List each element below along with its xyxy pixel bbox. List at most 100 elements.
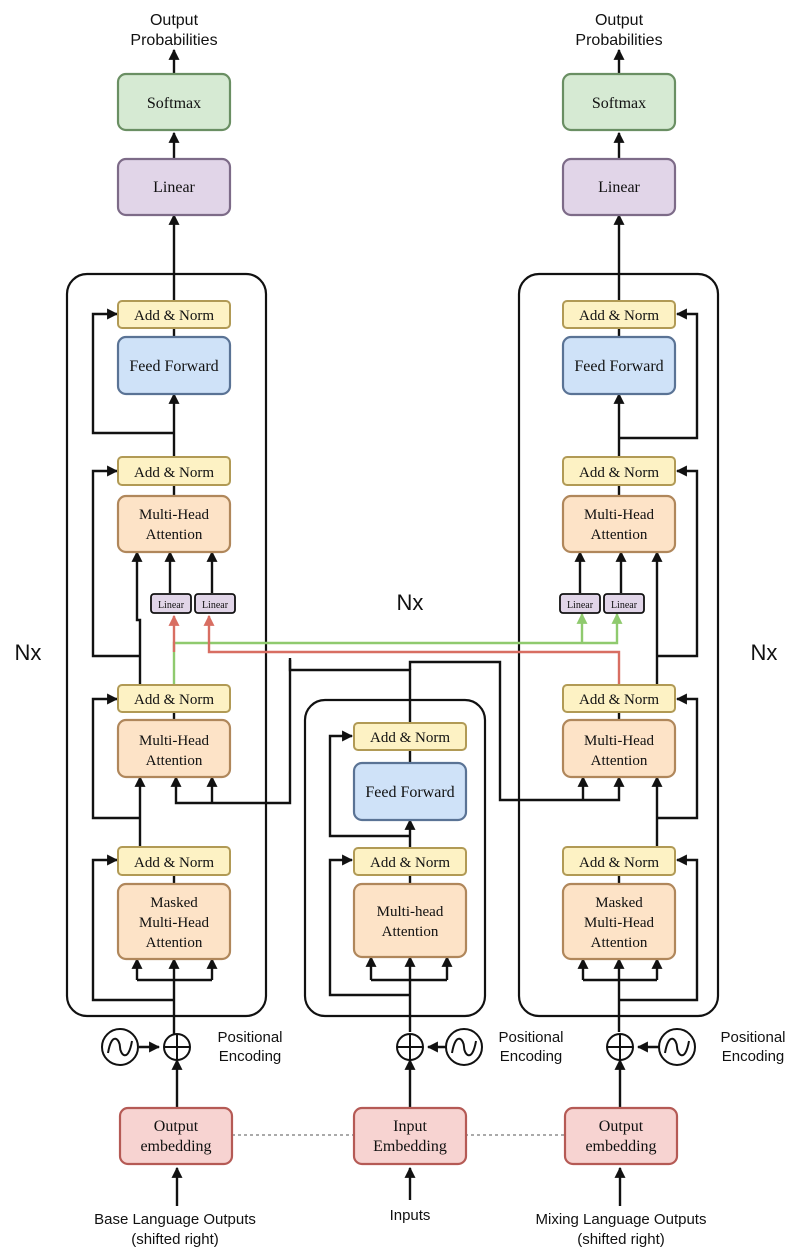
svg-text:Output: Output	[154, 1118, 199, 1135]
svg-text:Add & Norm: Add & Norm	[134, 692, 214, 708]
svg-text:Attention: Attention	[591, 527, 648, 543]
right-cross-attention: Multi-Head Attention	[561, 494, 677, 554]
center-nx-label: Nx	[397, 590, 424, 615]
right-positional-label-1: Positional	[720, 1029, 785, 1046]
left-positional-label-2: Encoding	[219, 1048, 282, 1065]
encoder-addnorm-attn: Add & Norm	[353, 847, 467, 876]
svg-text:Add & Norm: Add & Norm	[134, 308, 214, 324]
svg-text:Embedding: Embedding	[373, 1138, 447, 1155]
svg-text:Multi-Head: Multi-Head	[584, 915, 654, 931]
right-addnorm-mid: Add & Norm	[562, 684, 676, 713]
right-output-embedding: Output embedding	[563, 1106, 679, 1166]
svg-text:Add & Norm: Add & Norm	[370, 855, 450, 871]
svg-text:Multi-Head: Multi-Head	[584, 733, 654, 749]
right-linear-small-2: Linear	[603, 593, 645, 614]
encoder-addnorm-ff: Add & Norm	[353, 722, 467, 751]
left-addnorm-masked: Add & Norm	[117, 846, 231, 876]
svg-text:Multi-Head: Multi-Head	[139, 915, 209, 931]
encoder-stack	[303, 698, 487, 1018]
left-addnorm-ff: Add & Norm	[117, 300, 231, 329]
svg-text:Feed Forward: Feed Forward	[574, 358, 663, 375]
svg-text:Linear: Linear	[567, 600, 594, 611]
svg-text:Feed Forward: Feed Forward	[365, 784, 454, 801]
right-masked-attention: Masked Multi-Head Attention	[561, 882, 677, 961]
left-decoder-wires	[91, 48, 292, 1206]
svg-text:Attention: Attention	[382, 924, 439, 940]
svg-text:Add & Norm: Add & Norm	[134, 465, 214, 481]
right-output-prob-label-2: Probabilities	[575, 32, 662, 49]
svg-text:Masked: Masked	[595, 895, 643, 911]
right-addnorm-masked: Add & Norm	[562, 846, 676, 876]
left-addnorm-mid: Add & Norm	[117, 684, 231, 713]
mixing-outputs-label-1: Mixing Language Outputs	[536, 1211, 707, 1228]
left-output-prob-label-2: Probabilities	[130, 32, 217, 49]
right-softmax: Softmax	[561, 72, 677, 132]
svg-text:Softmax: Softmax	[147, 95, 201, 112]
svg-text:Add & Norm: Add & Norm	[579, 855, 659, 871]
svg-text:Multi-Head: Multi-Head	[139, 507, 209, 523]
left-masked-attention: Masked Multi-Head Attention	[116, 882, 232, 961]
right-addnorm-cross: Add & Norm	[562, 456, 676, 486]
right-plus-icon	[606, 1033, 634, 1061]
left-decoder-stack	[65, 272, 268, 1018]
center-sine-wave-icon	[445, 1028, 483, 1066]
svg-text:Softmax: Softmax	[592, 95, 646, 112]
left-output-prob-label-1: Output	[150, 12, 199, 29]
left-linear: Linear	[116, 157, 232, 217]
mixing-outputs-label-2: (shifted right)	[577, 1231, 665, 1248]
svg-text:Multi-Head: Multi-Head	[584, 507, 654, 523]
svg-text:Output: Output	[599, 1118, 644, 1135]
left-plus-icon	[163, 1033, 191, 1061]
left-output-embedding: Output embedding	[118, 1106, 234, 1166]
center-positional-label-2: Encoding	[500, 1048, 563, 1065]
right-addnorm-ff: Add & Norm	[562, 300, 676, 329]
encoder-feed-forward: Feed Forward	[352, 761, 468, 822]
center-input-embedding: Input Embedding	[352, 1106, 468, 1166]
center-plus-icon	[396, 1033, 424, 1061]
svg-text:embedding: embedding	[140, 1138, 211, 1155]
left-mid-attention: Multi-Head Attention	[116, 718, 232, 779]
svg-text:Attention: Attention	[146, 527, 203, 543]
right-linear-small-1: Linear	[559, 593, 601, 614]
left-feed-forward: Feed Forward	[116, 335, 232, 396]
cross-connections	[168, 612, 623, 685]
base-outputs-label-2: (shifted right)	[131, 1231, 219, 1248]
left-linear-small-2: Linear	[194, 593, 236, 614]
svg-text:Multi-Head: Multi-Head	[139, 733, 209, 749]
svg-text:Attention: Attention	[591, 935, 648, 951]
left-cross-attention: Multi-Head Attention	[116, 494, 232, 554]
right-decoder-wires	[472, 48, 699, 1206]
svg-text:Masked: Masked	[150, 895, 198, 911]
svg-text:Feed Forward: Feed Forward	[129, 358, 218, 375]
right-nx-label: Nx	[751, 640, 778, 665]
encoder-attention: Multi-head Attention	[352, 882, 468, 959]
svg-text:Attention: Attention	[146, 753, 203, 769]
left-softmax: Softmax	[116, 72, 232, 132]
svg-text:Attention: Attention	[591, 753, 648, 769]
left-nx-label: Nx	[15, 640, 42, 665]
svg-text:Attention: Attention	[146, 935, 203, 951]
left-addnorm-cross: Add & Norm	[117, 456, 231, 486]
inputs-label: Inputs	[390, 1207, 431, 1224]
svg-text:Linear: Linear	[598, 179, 640, 196]
left-sine-wave-icon	[101, 1028, 139, 1066]
svg-text:Linear: Linear	[158, 600, 185, 611]
svg-text:Add & Norm: Add & Norm	[579, 465, 659, 481]
left-linear-small-1: Linear	[150, 593, 192, 614]
right-linear: Linear	[561, 157, 677, 217]
right-output-prob-label-1: Output	[595, 12, 644, 29]
svg-text:Linear: Linear	[611, 600, 638, 611]
right-mid-attention: Multi-Head Attention	[561, 718, 677, 779]
right-positional-label-2: Encoding	[722, 1048, 785, 1065]
svg-text:Multi-head: Multi-head	[377, 904, 444, 920]
encoder-wires	[288, 660, 472, 1200]
left-positional-label-1: Positional	[217, 1029, 282, 1046]
svg-text:Add & Norm: Add & Norm	[579, 692, 659, 708]
right-feed-forward: Feed Forward	[561, 335, 677, 396]
base-outputs-label-1: Base Language Outputs	[94, 1211, 256, 1228]
svg-text:Add & Norm: Add & Norm	[579, 308, 659, 324]
svg-text:Linear: Linear	[202, 600, 229, 611]
svg-text:Linear: Linear	[153, 179, 195, 196]
svg-text:Add & Norm: Add & Norm	[134, 855, 214, 871]
